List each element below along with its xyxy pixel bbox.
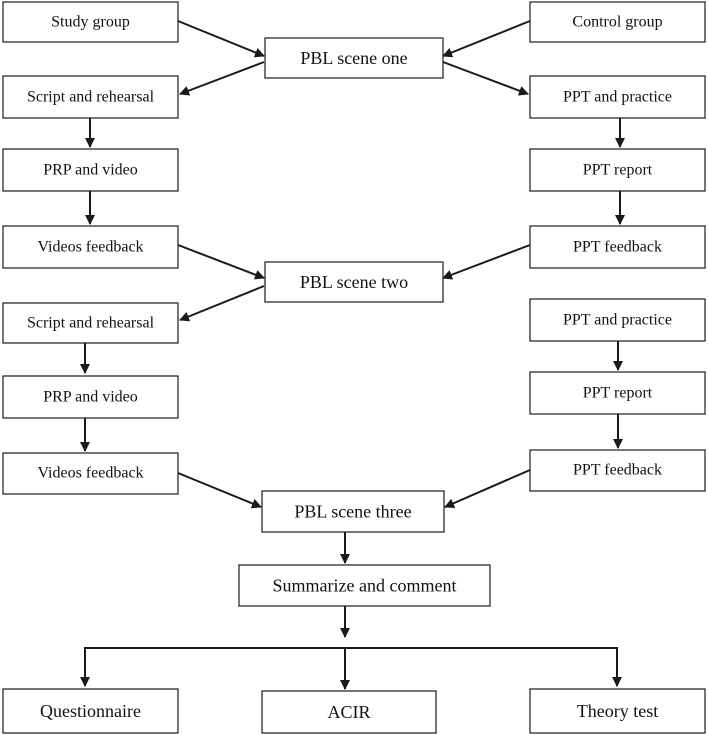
connector-lines (80, 20, 625, 690)
arrow-scene-one-to-ppt-practice (442, 61, 529, 96)
node-pbl-scene-two: PBL scene two (264, 261, 444, 303)
node-summarize-comment: Summarize and comment (238, 564, 491, 607)
node-label: Script and rehearsal (27, 315, 155, 332)
node-label: PPT report (583, 162, 653, 179)
arrow-feedback-to-scene-two-study (177, 244, 265, 280)
node-control-ppt-practice-1: PPT and practice (529, 75, 706, 119)
node-label: Questionnaire (40, 701, 141, 721)
node-label: Videos feedback (37, 239, 143, 256)
arrow-scene-one-to-script (179, 61, 265, 96)
node-label: ACIR (327, 702, 370, 722)
node-study-prp-1: PRP and video (2, 148, 179, 192)
node-control-ppt-feedback-2: PPT feedback (529, 449, 706, 492)
node-label: PPT and practice (563, 312, 672, 329)
node-label: PPT and practice (563, 89, 672, 106)
node-study-feedback-2: Videos feedback (2, 452, 179, 495)
node-label: Summarize and comment (273, 576, 457, 596)
arrow-feedback-to-scene-three-study (177, 472, 262, 509)
node-label: PPT report (583, 385, 653, 402)
node-label: Study group (51, 14, 130, 31)
node-questionnaire: Questionnaire (2, 688, 179, 734)
node-label: Script and rehearsal (27, 89, 155, 106)
arrow-feedback-to-scene-two-control (442, 244, 531, 280)
node-pbl-scene-three: PBL scene three (261, 490, 445, 533)
node-theory-test: Theory test (529, 688, 706, 734)
node-label: PPT feedback (573, 462, 662, 479)
arrow-study-to-scene-one (177, 20, 265, 58)
node-label: Theory test (577, 701, 658, 721)
node-study-prp-2: PRP and video (2, 375, 179, 419)
node-label: Control group (572, 14, 662, 31)
node-label: PBL scene two (300, 272, 408, 292)
node-label: PPT feedback (573, 239, 662, 256)
node-study-script-1: Script and rehearsal (2, 75, 179, 119)
arrow-scene-two-to-script (179, 285, 265, 322)
node-control-ppt-practice-2: PPT and practice (529, 298, 706, 342)
node-pbl-scene-one: PBL scene one (264, 37, 444, 79)
node-label: PBL scene one (300, 48, 407, 68)
node-label: Videos feedback (37, 465, 143, 482)
node-acir: ACIR (261, 690, 437, 734)
node-control-ppt-report-1: PPT report (529, 148, 706, 192)
arrow-control-to-scene-one (442, 20, 531, 58)
node-control-ppt-feedback-1: PPT feedback (529, 225, 706, 269)
node-control-ppt-report-2: PPT report (529, 371, 706, 415)
node-control-group: Control group (529, 1, 706, 43)
node-study-script-2: Script and rehearsal (2, 302, 179, 344)
node-study-feedback-1: Videos feedback (2, 225, 179, 269)
node-label: PRP and video (43, 162, 138, 179)
arrow-feedback-to-scene-three-control (444, 469, 531, 508)
node-label: PBL scene three (294, 502, 411, 522)
node-study-group: Study group (2, 1, 179, 43)
node-label: PRP and video (43, 389, 138, 406)
